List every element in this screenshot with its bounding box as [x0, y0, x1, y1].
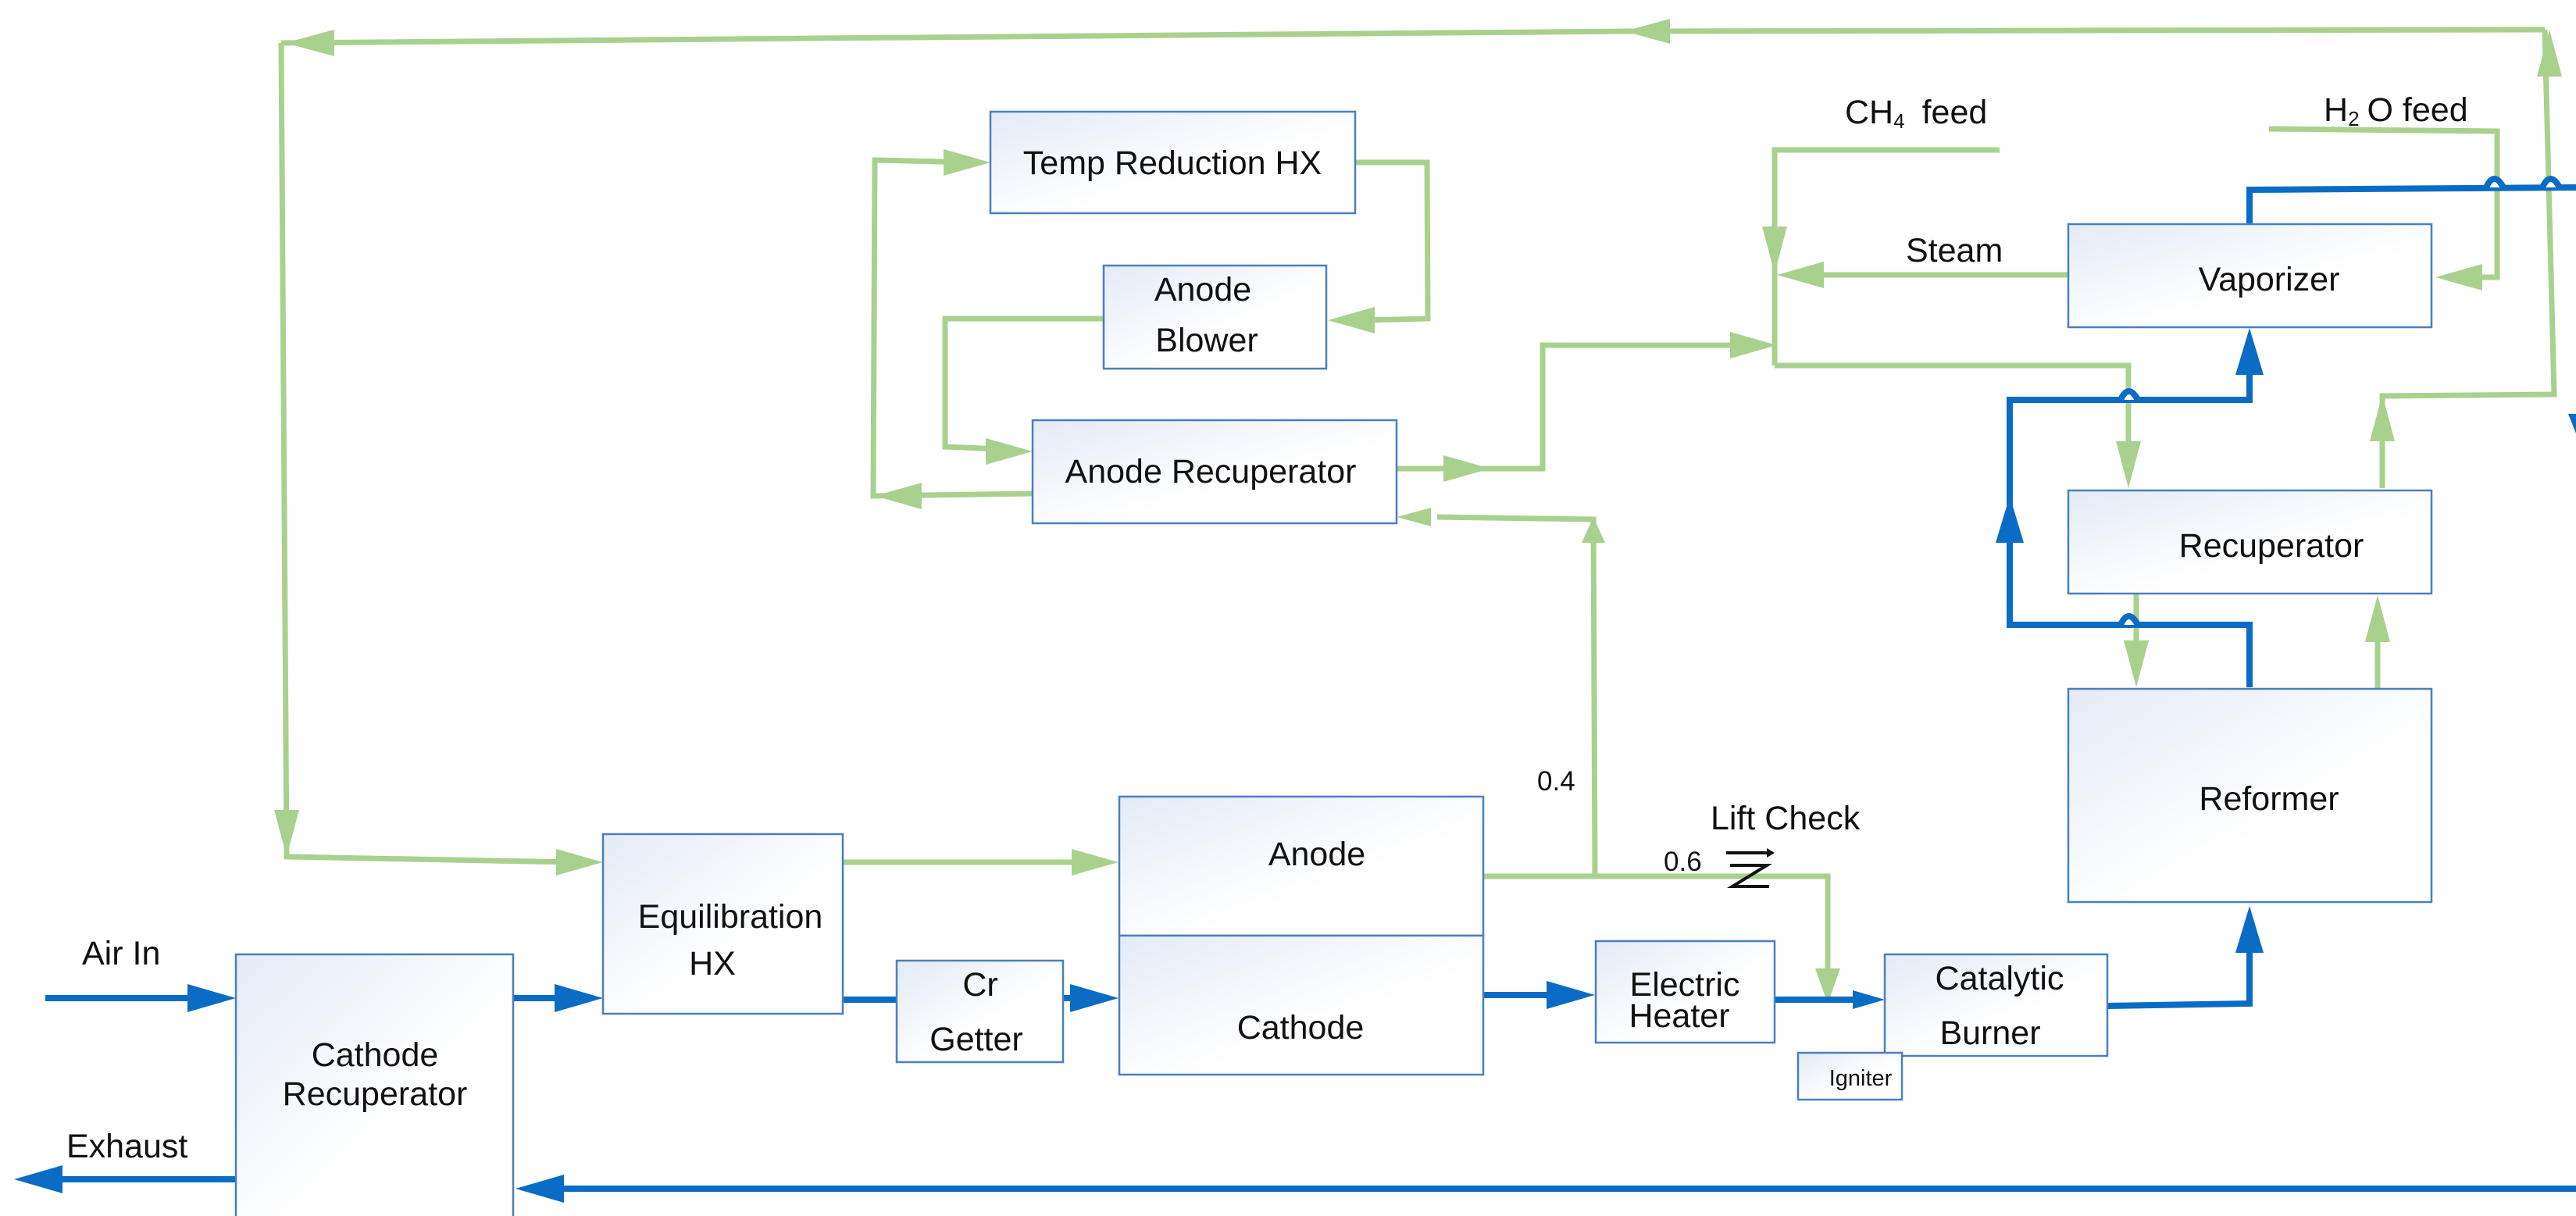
equilibration-hx-box[interactable]: Equilibration HX	[601, 833, 844, 1015]
split-fraction-0-6: 0.6	[1664, 847, 1702, 877]
anode-recuperator-box[interactable]: Anode Recuperator	[1031, 419, 1398, 525]
arrow-into-cathode	[1070, 984, 1119, 1012]
ch4-feed-line	[1771, 147, 2000, 366]
arrow-to-mixer	[1730, 332, 1777, 358]
anode-box[interactable]: Anode	[1118, 795, 1485, 937]
h2o-feed-line	[2268, 126, 2500, 280]
arrow-steam-left	[1777, 262, 1824, 288]
anode-recuperator-label: Anode Recuperator	[1065, 453, 1357, 490]
arrow-into-anode-recup-right	[1397, 508, 1431, 526]
arrow-into-eqhx	[556, 849, 603, 875]
arrow-top-recycle-mid	[1625, 19, 1670, 44]
top-recycle-line	[280, 27, 2546, 46]
air-in-label: Air In	[82, 935, 160, 972]
igniter-label: Igniter	[1829, 1066, 1893, 1091]
cathode-recuperator-box[interactable]: Cathode Recuperator	[234, 953, 515, 1216]
cathode-label: Cathode	[1237, 1009, 1365, 1047]
arrow-anode-recup-out	[1443, 455, 1490, 482]
blower-to-anode-recup-line	[942, 316, 1104, 452]
electric-heater-box[interactable]: Electric Heater	[1594, 940, 1776, 1044]
arrow-out-of-reformer	[2365, 595, 2390, 642]
arrow-into-anode-recup-left	[986, 438, 1033, 465]
temp-hx-to-blower-line	[1356, 159, 1431, 323]
vaporizer-to-right-line	[2246, 184, 2576, 224]
anode-label: Anode	[1268, 836, 1365, 873]
arrow-into-temp-hx	[944, 149, 990, 176]
arrow-to-temp-loop-left	[875, 483, 922, 509]
exhaust-label: Exhaust	[66, 1128, 187, 1165]
arrow-loop-up	[1996, 496, 2024, 543]
arrow-top-recycle-left	[285, 30, 334, 56]
cr-getter-label-line1: Cr	[962, 966, 997, 1004]
arrow-recuperator-up	[2370, 394, 2395, 441]
arrow-into-vaporizer	[2235, 328, 2264, 375]
arrow-into-burner-down	[1815, 968, 1840, 1004]
catalytic-burner-label-line2: Burner	[1939, 1015, 2040, 1052]
fuel-stream-arrows	[274, 19, 2562, 1004]
reformer-box[interactable]: Reformer	[2067, 687, 2433, 904]
lift-check-valve-icon	[1726, 848, 1775, 888]
mix-to-recuperator-line	[1775, 362, 2132, 453]
catalytic-burner-box[interactable]: Catalytic Burner	[1883, 953, 2109, 1057]
cathode-recuperator-label-line1: Cathode	[312, 1036, 439, 1074]
arrow-into-reformer-air	[2235, 906, 2264, 953]
arrow-bottom-return	[516, 1175, 564, 1203]
arrow-into-reformer	[2124, 640, 2149, 687]
temp-reduction-hx-box[interactable]: Temp Reduction HX	[989, 110, 1357, 215]
steam-label: Steam	[1906, 232, 2003, 269]
air-stream-arrows	[14, 328, 2576, 1203]
arrow-into-vaporizer-h2o	[2435, 264, 2482, 291]
anode-outlet-line	[1484, 873, 1831, 992]
arrow-into-anode	[1072, 849, 1119, 875]
anode-blower-label-line2: Blower	[1155, 322, 1258, 359]
cathode-box[interactable]: Cathode	[1118, 934, 1485, 1076]
arrow-into-eqhx-air	[555, 984, 603, 1012]
cr-getter-box[interactable]: Cr Getter	[895, 959, 1065, 1064]
vaporizer-label: Vaporizer	[2199, 261, 2340, 298]
arrow-into-heater	[1547, 981, 1595, 1009]
arrow-right-riser-up	[2537, 30, 2562, 77]
arrow-exhaust	[14, 1165, 62, 1193]
arrow-into-blower	[1328, 307, 1375, 333]
anode-recup-to-temp-hx-line	[870, 157, 1033, 499]
vaporizer-box[interactable]: Vaporizer	[2067, 223, 2433, 329]
arrow-into-recuperator	[2116, 441, 2141, 488]
line-crossings	[2118, 176, 2563, 627]
equilibration-hx-label-line2: HX	[689, 945, 736, 982]
anode-recup-to-mixer-line	[1397, 342, 1732, 472]
arrow-ch4-down	[1762, 226, 1787, 273]
burner-to-reformer-line	[2107, 941, 2253, 1009]
arrow-right-edge	[2568, 414, 2576, 433]
cr-getter-label-line2: Getter	[929, 1021, 1023, 1058]
catalytic-burner-label-line1: Catalytic	[1936, 960, 2064, 997]
electric-heater-label-line1: Electric	[1630, 966, 1740, 1004]
split-fraction-0-4: 0.4	[1537, 766, 1575, 797]
anode-blower-box[interactable]: Anode Blower	[1102, 264, 1328, 370]
cathode-recuperator-label-line2: Recuperator	[283, 1075, 468, 1113]
temp-reduction-hx-label: Temp Reduction HX	[1023, 144, 1322, 182]
arrow-air-in	[187, 984, 236, 1012]
anode-blower-label-line1: Anode	[1154, 271, 1251, 308]
arrow-into-burner	[1853, 990, 1885, 1009]
arrow-left-return-down	[274, 810, 299, 857]
reformer-label: Reformer	[2199, 780, 2339, 818]
recuperator-label: Recuperator	[2179, 527, 2364, 565]
electric-heater-label-line2: Heater	[1629, 997, 1729, 1035]
arrow-anode-split-up	[1582, 517, 1605, 543]
left-return-line	[278, 42, 575, 865]
recuperator-box[interactable]: Recuperator	[2067, 489, 2433, 595]
lift-check-label: Lift Check	[1711, 800, 1861, 837]
equilibration-hx-label-line1: Equilibration	[638, 898, 823, 936]
igniter-box[interactable]: Igniter	[1796, 1051, 1903, 1101]
